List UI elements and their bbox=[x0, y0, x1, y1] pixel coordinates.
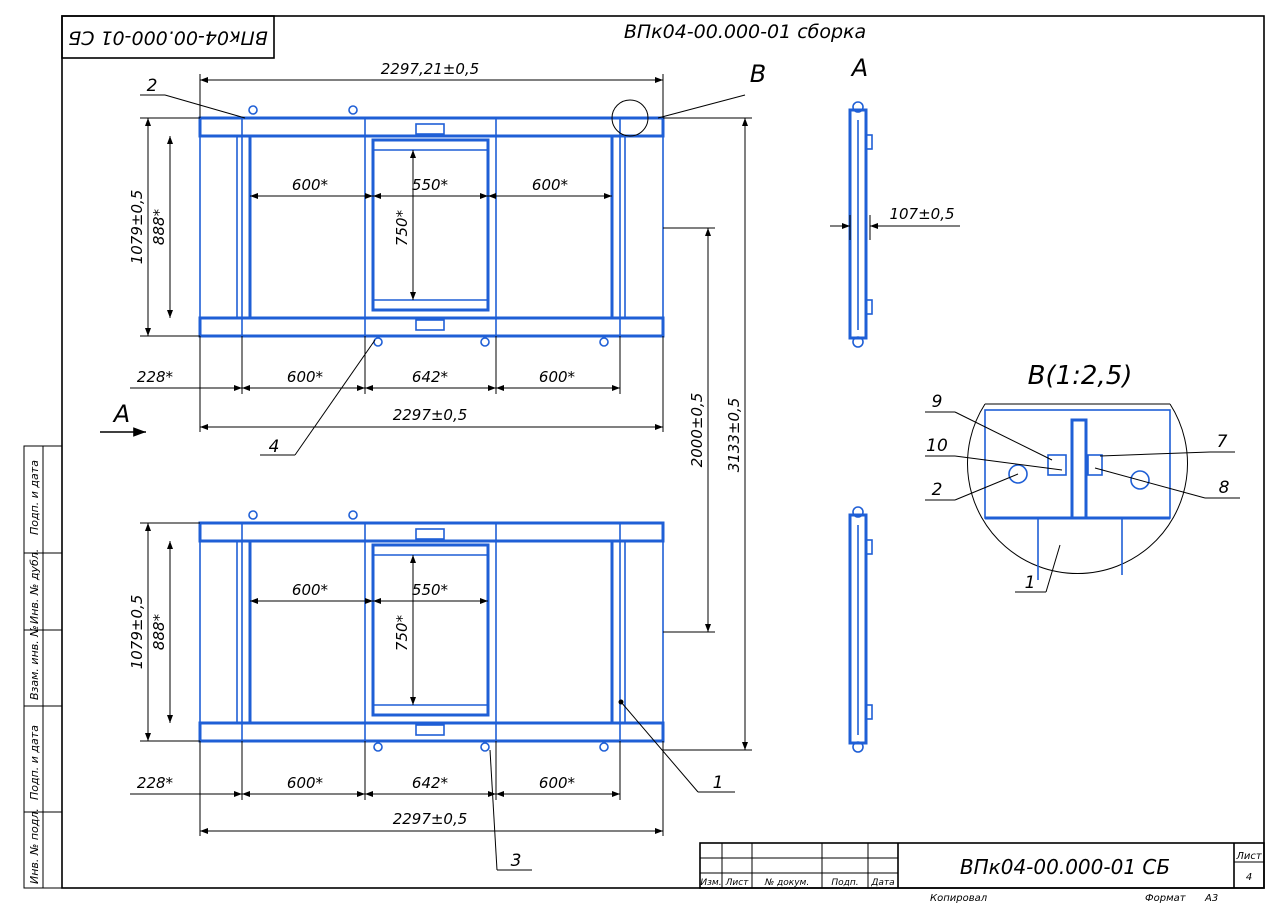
col-sign: Подп. bbox=[831, 878, 858, 888]
top-dimensions: 2297,21±0,5 1079±0,5 888* 600* 550* 600*… bbox=[128, 60, 664, 432]
callout-9: 10 bbox=[926, 436, 948, 456]
dim-bot-550: 550* bbox=[412, 581, 449, 599]
bottom-dimensions: 1079±0,5 888* 600* 550* 750* 228* 600* 6… bbox=[128, 522, 664, 836]
dim-bot-600-b1: 600* bbox=[287, 774, 324, 792]
rotated-code: ВПк04-00.000-01 СБ bbox=[68, 27, 268, 49]
title-block: Изм. Лист № докум. Подп. Дата ВПк04-00.0… bbox=[699, 842, 1265, 904]
callout-2-top: 2 bbox=[147, 76, 158, 96]
dim-bot-228: 228* bbox=[137, 774, 174, 792]
dim-bot-1079: 1079±0,5 bbox=[128, 595, 146, 670]
bottom-platform bbox=[198, 510, 665, 752]
dim-top-600-right: 600* bbox=[532, 176, 569, 194]
dim-bot-overall: 2297±0,5 bbox=[393, 810, 468, 828]
detail-b-label: В(1:2,5) bbox=[1028, 361, 1133, 391]
dim-top-overall: 2297,21±0,5 bbox=[381, 60, 479, 78]
dim-3133: 3133±0,5 bbox=[725, 398, 743, 473]
top-title: ВПк04-00.000-01 сборка bbox=[624, 21, 866, 43]
view-a-label: А bbox=[850, 54, 868, 82]
vertical-dimensions: 2000±0,5 3133±0,5 bbox=[663, 117, 752, 751]
top-platform bbox=[198, 99, 665, 347]
dim-bot-642: 642* bbox=[412, 774, 449, 792]
callout-1-detail: 1 bbox=[1025, 573, 1036, 593]
main-code: ВПк04-00.000-01 СБ bbox=[960, 855, 1170, 879]
sheet-label: Лист bbox=[1235, 851, 1263, 862]
dim-bot-750: 750* bbox=[393, 614, 411, 651]
side-dimension: 107±0,5 bbox=[830, 205, 960, 240]
dim-top-888: 888* bbox=[150, 208, 168, 245]
stamp-sign-date-1: Подп. и дата bbox=[28, 460, 41, 535]
callout-1-plan: 1 bbox=[713, 773, 724, 793]
dim-top-750: 750* bbox=[393, 209, 411, 246]
dim-bot-600-b2: 600* bbox=[539, 774, 576, 792]
dim-bot-600-left: 600* bbox=[292, 581, 329, 599]
callouts: 2 4 1 3 9 10 2 7 8 1 bbox=[140, 76, 1240, 871]
callout-2-detail: 2 bbox=[932, 480, 943, 500]
dim-top-600-left: 600* bbox=[292, 176, 329, 194]
stamp-inv-podl: Инв. № подл. bbox=[28, 808, 41, 884]
copied-label: Копировал bbox=[930, 893, 988, 904]
dim-2000: 2000±0,5 bbox=[688, 393, 706, 468]
dim-bot-888: 888* bbox=[150, 613, 168, 650]
arrow-a-label: А bbox=[112, 400, 130, 428]
dim-top-642: 642* bbox=[412, 368, 449, 386]
col-list: Лист bbox=[725, 878, 750, 888]
callout-8: 9 bbox=[932, 392, 943, 412]
format-value: А3 bbox=[1204, 893, 1218, 904]
detail-b bbox=[967, 403, 1188, 580]
dim-top-600-b2: 600* bbox=[539, 368, 576, 386]
col-izm: Изм. bbox=[700, 878, 721, 888]
callout-4: 4 bbox=[269, 437, 280, 457]
dim-top-bottom-overall: 2297±0,5 bbox=[393, 406, 468, 424]
view-b-label: В bbox=[750, 60, 766, 88]
format-label: Формат bbox=[1145, 893, 1187, 904]
sheet-value: 4 bbox=[1246, 872, 1252, 883]
stamp-inv-dubl: Инв. № дубл. bbox=[28, 549, 41, 624]
side-stamp-strip: Подп. и дата Инв. № дубл. Взам. инв. № П… bbox=[23, 445, 63, 889]
dim-107: 107±0,5 bbox=[889, 205, 954, 223]
col-doc: № докум. bbox=[764, 878, 809, 888]
callout-7: 7 bbox=[1217, 432, 1228, 452]
stamp-sign-date-2: Подп. и дата bbox=[28, 725, 41, 800]
dim-top-600-b1: 600* bbox=[287, 368, 324, 386]
dim-top-550: 550* bbox=[412, 176, 449, 194]
callout-3: 3 bbox=[511, 851, 522, 871]
callout-10: 8 bbox=[1219, 478, 1230, 498]
stamp-vzam-inv: Взам. инв. № bbox=[28, 625, 41, 700]
col-date: Дата bbox=[870, 878, 894, 888]
dim-top-1079: 1079±0,5 bbox=[128, 190, 146, 265]
side-view-a bbox=[848, 101, 873, 753]
dim-top-228: 228* bbox=[137, 368, 174, 386]
